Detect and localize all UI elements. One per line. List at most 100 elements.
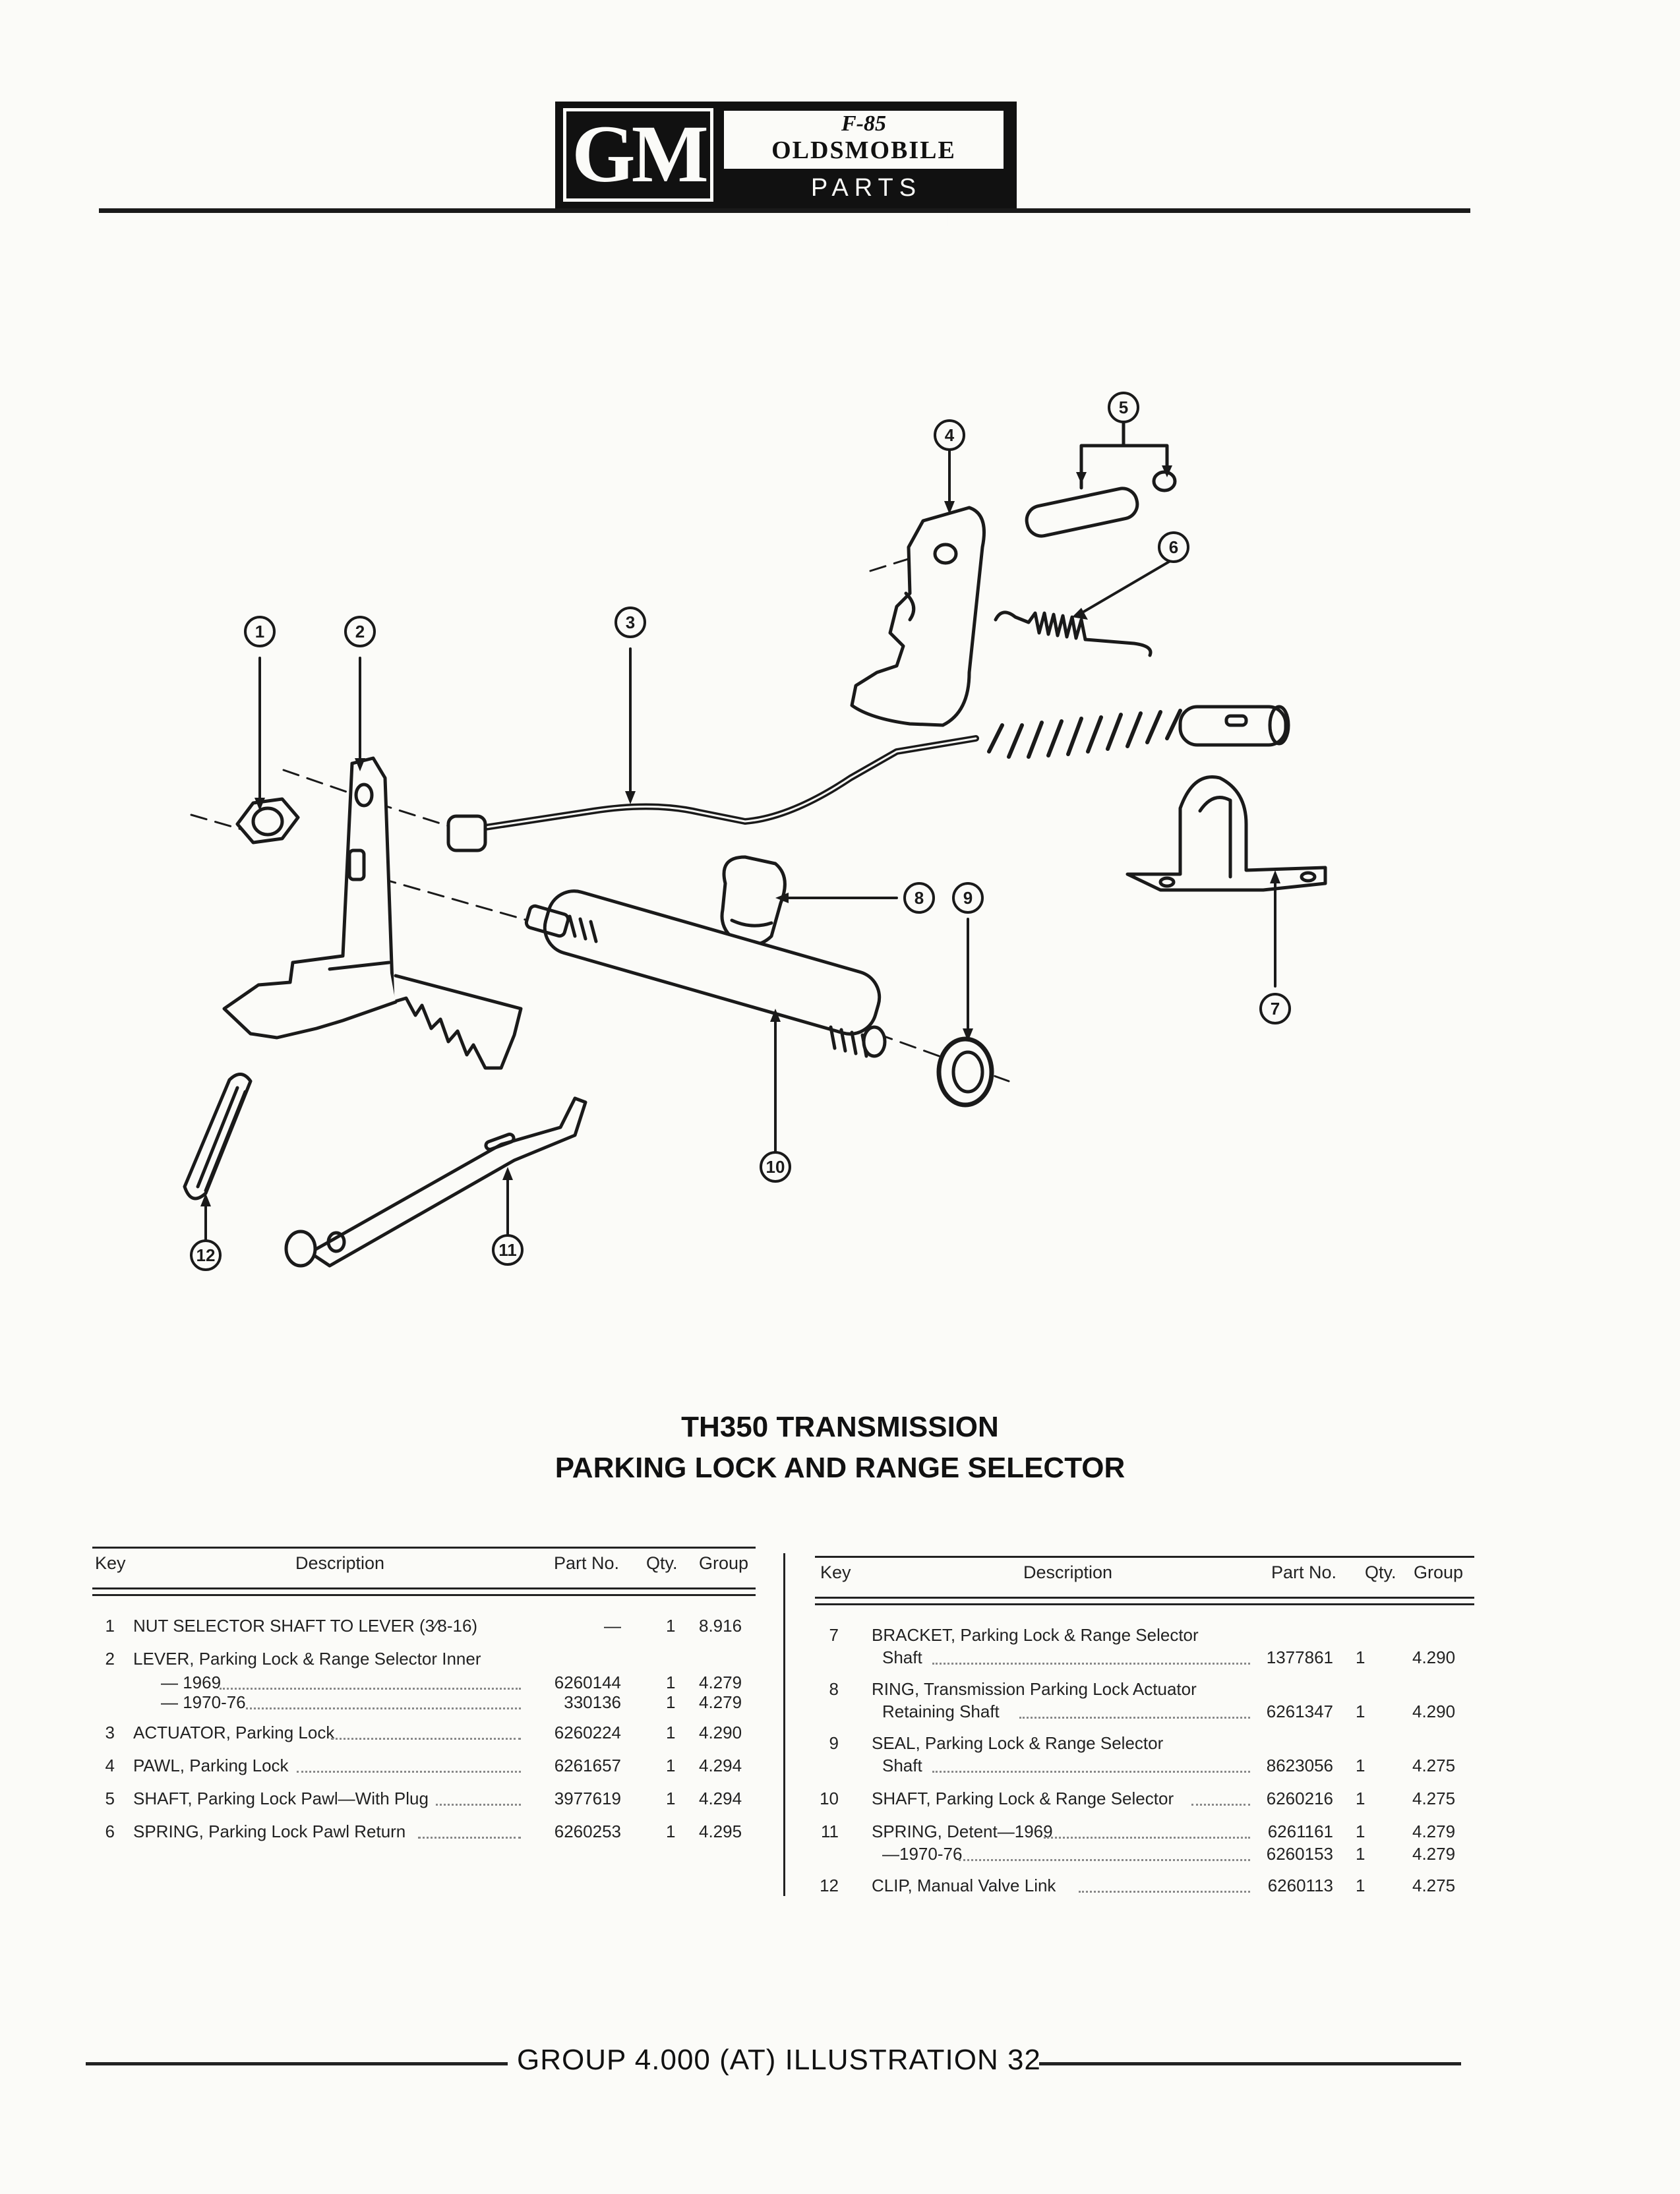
- callout-circle: [934, 419, 965, 451]
- row-group: 4.275: [1412, 1756, 1456, 1775]
- row-description: RING, Transmission Parking Lock Actuator: [872, 1679, 1197, 1699]
- dot-leader: [331, 1738, 521, 1740]
- row-description: SPRING, Parking Lock Pawl Return: [133, 1822, 406, 1841]
- dot-leader: [245, 1707, 521, 1709]
- callout-8: 8: [903, 882, 935, 914]
- row-key: 8: [829, 1679, 839, 1699]
- row-qty: 1: [1356, 1822, 1365, 1841]
- row-description: LEVER, Parking Lock & Range Selector Inn…: [133, 1649, 481, 1669]
- part-10-shaft: [524, 889, 887, 1058]
- row-qty: 1: [666, 1789, 676, 1808]
- row-description: SHAFT, Parking Lock Pawl—With Plug: [133, 1789, 429, 1808]
- row-description: —1970-76: [882, 1844, 963, 1864]
- row-group: 4.279: [1412, 1822, 1456, 1841]
- logo-nameplate: F-85 OLDSMOBILE: [721, 108, 1006, 171]
- row-qty: 1: [1356, 1789, 1365, 1808]
- row-key: 3: [105, 1723, 115, 1742]
- row-part-no: 3977619: [554, 1789, 621, 1808]
- row-group: 4.275: [1412, 1876, 1456, 1895]
- dot-leader: [1043, 1837, 1250, 1839]
- row-part-no: —: [604, 1616, 621, 1636]
- header-group: Group: [699, 1553, 749, 1573]
- callout-5: 5: [1108, 392, 1139, 423]
- header-description: Description: [295, 1553, 385, 1573]
- footer-caption: GROUP 4.000 (AT) ILLUSTRATION 32: [517, 2044, 1041, 2076]
- row-part-no: 8623056: [1266, 1756, 1333, 1775]
- callout-number: 11: [498, 1240, 517, 1260]
- row-part-no: 330136: [564, 1692, 621, 1712]
- header-rule: [99, 208, 1470, 213]
- row-description: Retaining Shaft: [882, 1702, 1000, 1721]
- callout-number: 7: [1271, 999, 1280, 1019]
- row-key: 7: [829, 1625, 839, 1645]
- header-qty: Qty.: [1365, 1562, 1396, 1582]
- table-header: Key Description Part No. Qty. Group: [815, 1556, 1474, 1595]
- part-1-nut: [235, 797, 300, 845]
- row-qty: 1: [666, 1616, 676, 1636]
- part-2-lever: [222, 756, 523, 1070]
- dot-leader: [958, 1859, 1250, 1861]
- part-5-shaft: [1025, 420, 1177, 538]
- part-8-ring: [720, 855, 787, 947]
- row-group: 8.916: [699, 1616, 742, 1636]
- callout-circle: [903, 882, 935, 914]
- header-group: Group: [1414, 1562, 1464, 1582]
- header-key: Key: [95, 1553, 126, 1573]
- row-qty: 1: [666, 1673, 676, 1692]
- callout-number: 12: [196, 1245, 216, 1265]
- row-description: ACTUATOR, Parking Lock: [133, 1723, 335, 1742]
- logo-gm-mark: GM: [563, 108, 713, 202]
- row-qty: 1: [1356, 1702, 1365, 1721]
- callout-number: 3: [626, 612, 635, 632]
- callout-3: 3: [615, 607, 646, 638]
- callout-10: 10: [760, 1151, 791, 1183]
- callout-circle: [244, 616, 276, 647]
- callout-number: 2: [355, 622, 365, 641]
- row-part-no: 6260216: [1266, 1789, 1333, 1808]
- row-description: Shaft: [882, 1647, 922, 1667]
- part-6-spring: [994, 610, 1153, 657]
- dot-leader: [435, 1804, 521, 1806]
- row-qty: 1: [1356, 1844, 1365, 1864]
- callout-circle: [1108, 392, 1139, 423]
- row-part-no: 6261657: [554, 1756, 621, 1775]
- part-9-seal: [936, 1036, 994, 1108]
- dot-leader: [1191, 1804, 1250, 1806]
- parts-table-right: Key Description Part No. Qty. Group 7 BRA…: [815, 1556, 1474, 1899]
- header-part-no: Part No.: [554, 1553, 620, 1573]
- table-row: 7 BRACKET, Parking Lock & Range Selector: [815, 1622, 1474, 1648]
- row-part-no: 1377861: [1266, 1647, 1333, 1667]
- row-part-no: 6260253: [554, 1822, 621, 1841]
- footer-rule-right: [1039, 2062, 1461, 2065]
- row-group: 4.294: [699, 1789, 742, 1808]
- part-3-actuator: [446, 705, 1290, 852]
- callout-circle: [615, 607, 646, 638]
- callout-circle: [1259, 993, 1291, 1024]
- table-header: Key Description Part No. Qty. Group: [92, 1547, 756, 1586]
- header-part-no: Part No.: [1271, 1562, 1337, 1582]
- row-qty: 1: [666, 1822, 676, 1841]
- table-rule: [92, 1547, 756, 1549]
- table-rule: [92, 1587, 756, 1589]
- row-description: BRACKET, Parking Lock & Range Selector: [872, 1625, 1199, 1645]
- callout-9: 9: [952, 882, 984, 914]
- callout-11: 11: [492, 1234, 524, 1266]
- callout-number: 1: [255, 622, 264, 641]
- dot-leader: [932, 1771, 1250, 1773]
- dot-leader: [220, 1688, 521, 1690]
- table-row: 8 RING, Transmission Parking Lock Actuato…: [815, 1676, 1474, 1702]
- header-qty: Qty.: [646, 1553, 678, 1573]
- callout-circle: [760, 1151, 791, 1183]
- row-qty: 1: [1356, 1756, 1365, 1775]
